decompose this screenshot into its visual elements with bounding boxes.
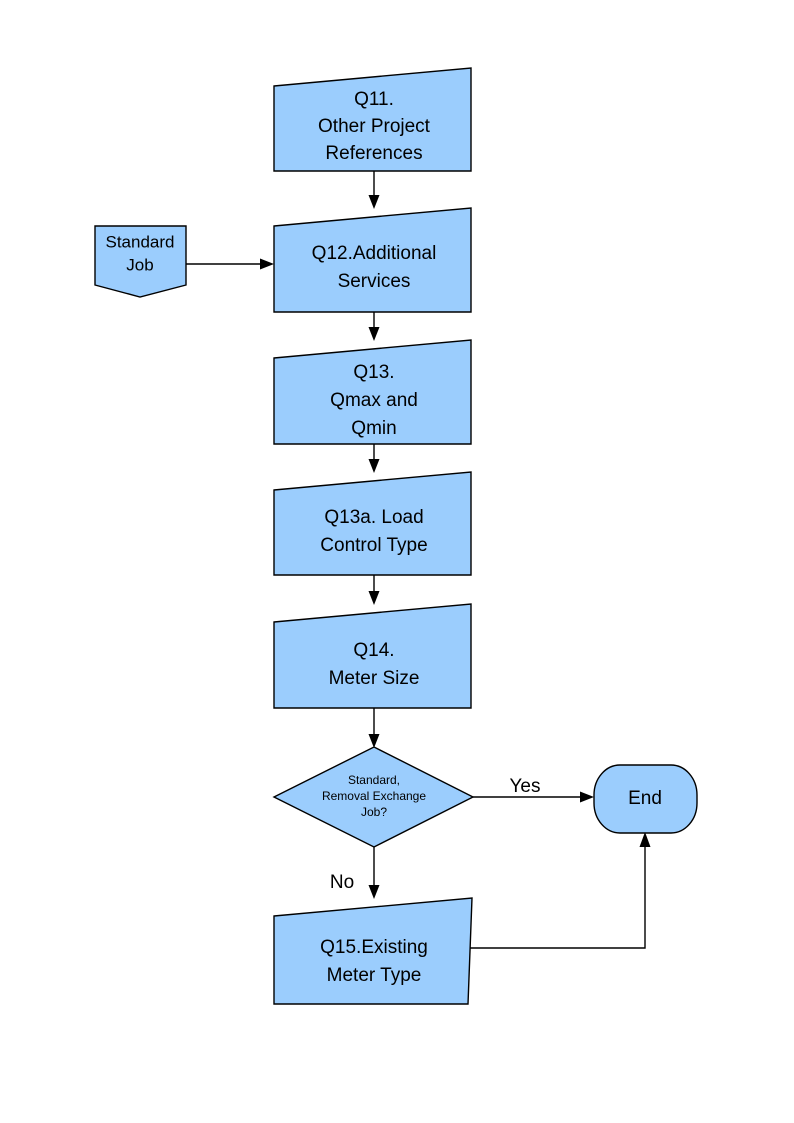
arrowhead-icon bbox=[260, 258, 274, 270]
node-q13a-line-1: Q13a. Load bbox=[324, 507, 423, 528]
arrowhead-icon bbox=[368, 327, 380, 341]
node-q12-line-1: Q12.Additional bbox=[312, 243, 437, 264]
arrowhead-icon bbox=[368, 591, 380, 605]
node-shape-slanted-top-box[interactable] bbox=[273, 471, 472, 576]
arrowhead-icon bbox=[639, 832, 651, 847]
node-q13a[interactable]: Q13a. Load Control Type bbox=[273, 471, 472, 576]
node-q13[interactable]: Q13. Qmax and Qmin bbox=[273, 339, 472, 445]
node-decision-line-3: Job? bbox=[361, 805, 387, 819]
arrowhead-icon bbox=[368, 195, 380, 209]
edge-decision-to-q15 bbox=[368, 847, 380, 899]
edge-q12-to-q13 bbox=[368, 312, 380, 341]
node-q13-line-3: Qmin bbox=[351, 418, 396, 439]
node-q14-line-1: Q14. bbox=[353, 640, 394, 661]
edge-q13a-to-q14 bbox=[368, 575, 380, 605]
node-shape-rounded-terminator[interactable] bbox=[593, 764, 698, 834]
node-q15-line-2: Meter Type bbox=[327, 965, 422, 986]
node-q11-line-1: Q11. bbox=[354, 89, 394, 110]
node-shape-pentagon-point-down[interactable] bbox=[94, 225, 187, 298]
node-q12[interactable]: Q12.Additional Services bbox=[273, 207, 472, 313]
node-q11[interactable]: Q11. Other Project References bbox=[273, 67, 472, 172]
node-q15[interactable]: Q15.Existing Meter Type bbox=[273, 897, 473, 1005]
node-q13-line-1: Q13. bbox=[353, 362, 394, 383]
node-q13-line-2: Qmax and bbox=[330, 390, 418, 411]
arrowhead-icon bbox=[368, 885, 380, 899]
node-q11-line-2: Other Project bbox=[318, 116, 431, 137]
arrowhead-icon bbox=[580, 791, 594, 803]
edge-label-no: No bbox=[330, 872, 354, 893]
edge-standard-job-to-q12 bbox=[186, 258, 274, 270]
arrowhead-icon bbox=[368, 734, 380, 748]
node-q15-line-1: Q15.Existing bbox=[320, 937, 428, 958]
edge-line bbox=[468, 843, 646, 949]
node-q14-line-2: Meter Size bbox=[329, 668, 420, 689]
node-standard-job-line-1: Standard bbox=[106, 232, 175, 251]
edge-q15-to-end bbox=[468, 832, 651, 949]
node-decision-line-2: Removal Exchange bbox=[322, 789, 426, 803]
edge-q11-to-q12 bbox=[368, 171, 380, 209]
edge-q13-to-q13a bbox=[368, 444, 380, 473]
node-decision-line-1: Standard, bbox=[348, 773, 400, 787]
node-shape-slanted-top-right-box[interactable] bbox=[273, 897, 473, 1005]
edge-label-yes: Yes bbox=[510, 776, 541, 797]
node-shape-slanted-top-box[interactable] bbox=[273, 339, 472, 445]
node-end-label: End bbox=[628, 788, 662, 809]
edge-q14-to-decision bbox=[368, 708, 380, 748]
node-shape-slanted-top-box[interactable] bbox=[273, 67, 472, 172]
node-q13a-line-2: Control Type bbox=[320, 535, 427, 556]
node-standard-job-line-2: Job bbox=[126, 255, 153, 274]
node-end[interactable]: End bbox=[593, 764, 698, 834]
node-q14[interactable]: Q14. Meter Size bbox=[273, 603, 472, 709]
edge-decision-to-end bbox=[473, 791, 594, 803]
arrowhead-icon bbox=[368, 459, 380, 473]
node-decision[interactable]: Standard, Removal Exchange Job? bbox=[272, 746, 475, 848]
node-q12-line-2: Services bbox=[338, 271, 411, 292]
node-q11-line-3: References bbox=[325, 143, 422, 164]
node-shape-slanted-top-box[interactable] bbox=[273, 603, 472, 709]
node-shape-diamond[interactable] bbox=[272, 746, 475, 848]
node-shape-slanted-top-box[interactable] bbox=[273, 207, 472, 313]
node-standard-job[interactable]: Standard Job bbox=[94, 225, 187, 298]
